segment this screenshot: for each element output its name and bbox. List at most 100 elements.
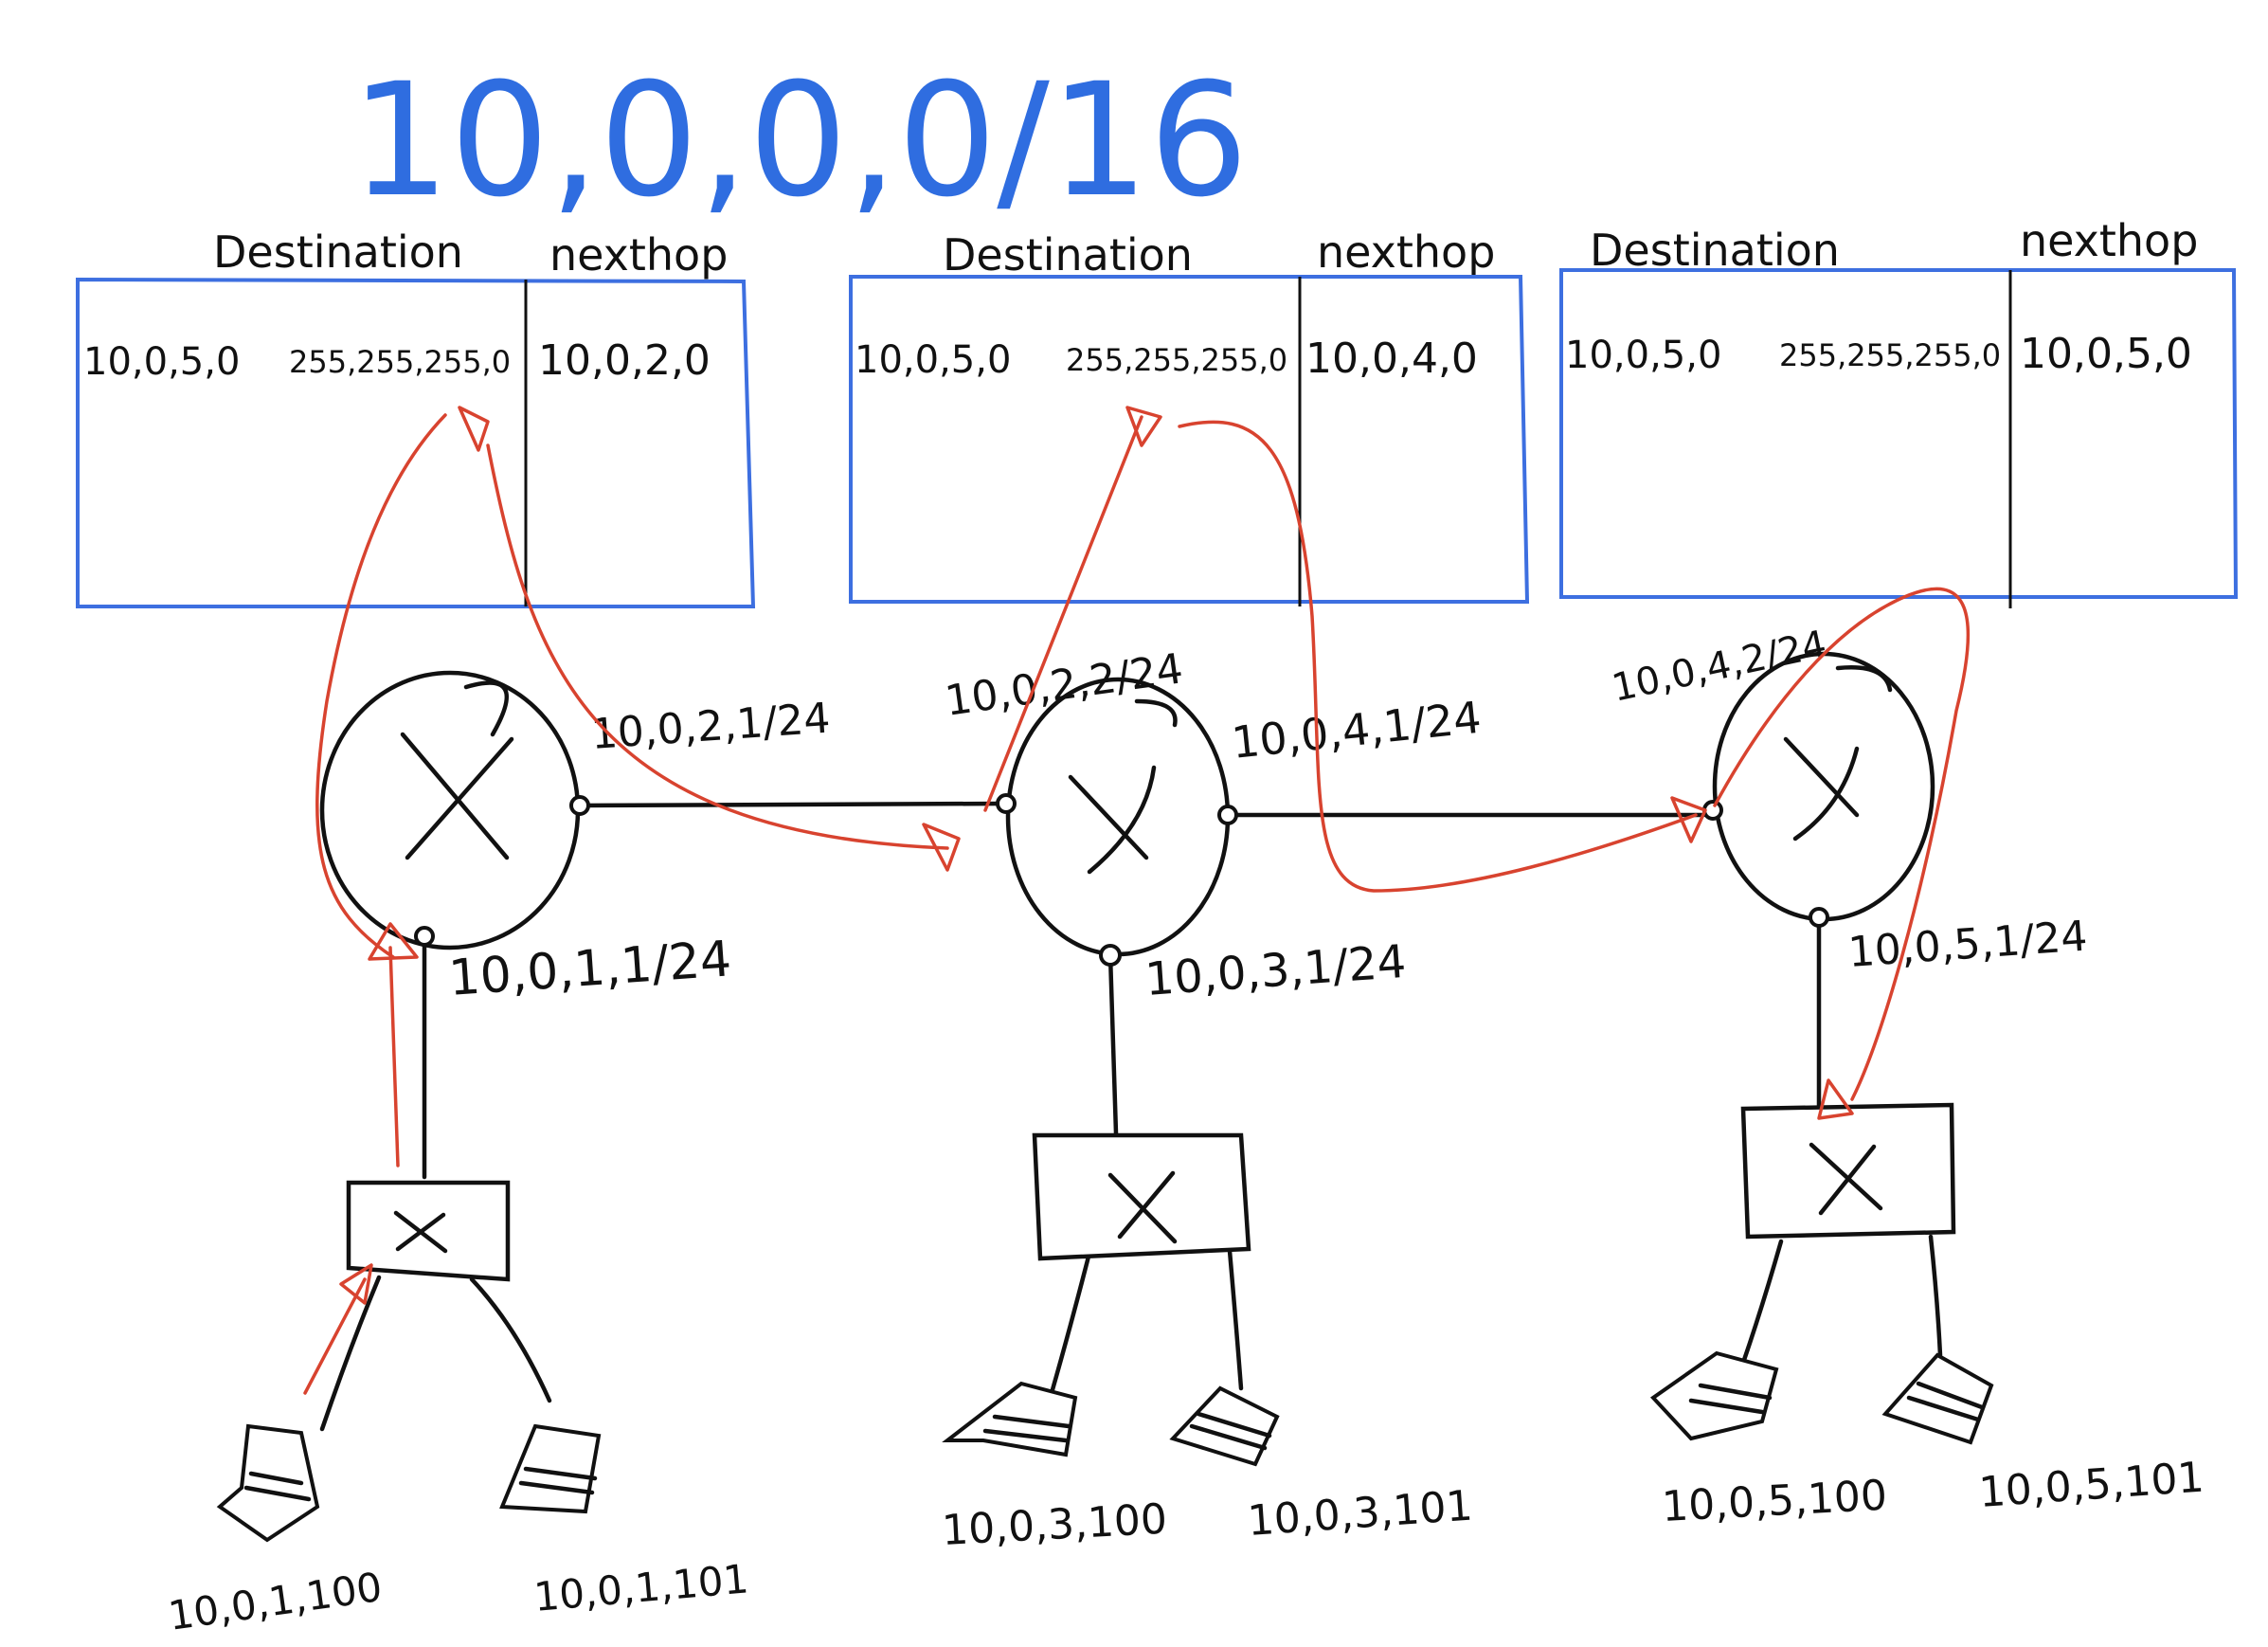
routing-table-3: Destination nexthop 10,0,5,0 255,255,255… [1559, 215, 2239, 608]
host-icon [499, 1423, 602, 1514]
switch-3 [1740, 1102, 1956, 1240]
iface-r3-south: 10,0,5,1/24 [1846, 912, 2089, 977]
arrow-icon [922, 823, 961, 872]
host-10-0-3-100 [942, 1381, 1078, 1457]
arrow-icon [339, 1263, 373, 1305]
routing-table-2: Destination nexthop 10,0,5,0 255,255,255… [849, 226, 1530, 606]
router-icon [1005, 677, 1231, 957]
host-icon [216, 1423, 320, 1543]
arrow-icon [1670, 796, 1707, 843]
arrow-icon [1817, 1078, 1854, 1120]
switch-x-mark [393, 1210, 448, 1254]
path-router2-to-table2 [983, 415, 1143, 812]
host-label-h3a: 10,0,5,100 [1661, 1472, 1888, 1531]
link-switch2-host2 [1227, 1248, 1244, 1391]
switch-x-mark [1809, 1142, 1883, 1216]
table3-next-hop: 10,0,5,0 [2020, 330, 2192, 378]
table2-destination-header: Destination [943, 229, 1193, 281]
router-icon [1712, 651, 1935, 922]
router-2 [996, 677, 1238, 967]
router-3 [1702, 651, 1935, 928]
path-switch-to-router1 [388, 946, 400, 1167]
host-10-0-5-101 [1881, 1352, 1994, 1445]
router-x-mark [1783, 736, 1860, 842]
table1-destination-header: Destination [213, 226, 463, 278]
r3-port-south [1809, 907, 1829, 928]
table3-dest-mask: 255,255,255,0 [1779, 337, 2001, 373]
host-icon [1881, 1352, 1994, 1445]
path-table1-to-router2 [486, 443, 949, 850]
switch-x-mark [1107, 1170, 1178, 1244]
host-icon-line [523, 1466, 598, 1481]
table2-dest-mask: 255,255,255,0 [1066, 342, 1287, 378]
switch-2 [1032, 1132, 1251, 1261]
host-icon [1169, 1385, 1280, 1467]
iface-r2-east: 10,0,4,1/24 [1230, 692, 1484, 769]
table1-dest-mask: 255,255,255,0 [289, 344, 511, 380]
table2-next-hop: 10,0,4,0 [1305, 335, 1478, 383]
table2-dest-network: 10,0,5,0 [855, 338, 1011, 382]
router-loop-mark [463, 680, 510, 737]
switch-1 [346, 1180, 511, 1282]
host-icon-line [982, 1428, 1069, 1443]
table3-box [1559, 268, 2239, 599]
host-10-0-3-101 [1169, 1385, 1280, 1467]
host-label-h1a: 10,0,1,100 [166, 1564, 386, 1639]
table2-nexthop-header: nexthop [1317, 226, 1495, 278]
router-x-mark [1068, 765, 1157, 875]
switch-icon [346, 1180, 511, 1282]
host-icon-line [1688, 1398, 1765, 1415]
host-label-h2b: 10,0,3,101 [1246, 1482, 1474, 1546]
router-x-mark [400, 732, 514, 860]
path-host-to-switch [303, 1277, 367, 1395]
r2-port-east [1217, 805, 1238, 825]
table2-box [849, 275, 1530, 604]
link-switch1-host2 [469, 1276, 552, 1403]
table3-destination-header: Destination [1590, 225, 1840, 276]
link-switch3-host2 [1928, 1234, 1943, 1358]
host-icon-line [248, 1471, 304, 1486]
link-switch2-host1 [1049, 1250, 1092, 1396]
host-label-h3b: 10,0,5,101 [1977, 1454, 2205, 1517]
host-label-h2a: 10,0,3,100 [941, 1495, 1168, 1555]
host-icon-line [1196, 1411, 1272, 1439]
table1-box [76, 277, 756, 608]
host-icon-line [1906, 1395, 1981, 1422]
r2-port-south [1099, 944, 1122, 967]
host-icon-line [992, 1414, 1071, 1429]
arrow-icon [458, 406, 490, 452]
table3-nexthop-header: nexthop [2020, 215, 2198, 266]
link-switch3-host1 [1740, 1239, 1784, 1366]
host-10-0-5-100 [1649, 1350, 1779, 1441]
network-title: 10,0,0,0/16 [351, 49, 1249, 231]
host-icon [1649, 1350, 1779, 1441]
table1-next-hop: 10,0,2,0 [538, 336, 711, 385]
switch-icon [1740, 1102, 1956, 1240]
host-label-h1b: 10,0,1,101 [532, 1555, 751, 1620]
routing-table-1: Destination nexthop 10,0,5,0 255,255,255… [76, 226, 756, 608]
link-r1-r2 [577, 801, 1005, 808]
router-loop-mark [1134, 698, 1178, 728]
switch-icon [1032, 1132, 1251, 1261]
r1-port-east [569, 795, 590, 816]
host-icon-line [518, 1480, 595, 1495]
packet-path [303, 406, 1971, 1395]
path-table2-to-router3 [1178, 420, 1698, 893]
arrow-icon [1125, 406, 1162, 447]
host-10-0-1-101 [499, 1423, 602, 1514]
r1-port-south [414, 926, 435, 947]
host-icon-line [1189, 1423, 1268, 1451]
path-router3-to-table3 [1713, 587, 1971, 1101]
host-icon-line [1916, 1381, 1985, 1410]
r2-port-west [996, 793, 1017, 814]
link-switch1-host1 [319, 1275, 382, 1432]
table3-dest-network: 10,0,5,0 [1565, 334, 1721, 377]
link-r2-switch2 [1107, 952, 1119, 1136]
table1-nexthop-header: nexthop [549, 229, 728, 281]
iface-r2-south: 10,0,3,1/24 [1143, 935, 1408, 1006]
host-icon-line [243, 1485, 312, 1502]
host-10-0-1-100 [216, 1423, 320, 1543]
host-icon-line [1698, 1383, 1773, 1401]
router-1 [319, 670, 590, 950]
